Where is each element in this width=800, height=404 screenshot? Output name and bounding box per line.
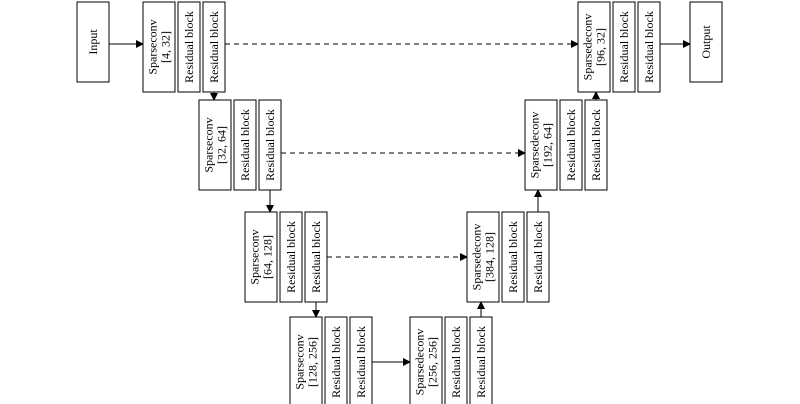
encoder-1-residual-block-1-frame (177, 1, 201, 93)
encoder-3-residual-block-1-frame (279, 211, 303, 303)
encoder-3-residual-block-1-label-1: Residual block (284, 221, 298, 293)
output-box: Output (689, 1, 723, 83)
decoder-2-residual-block-2-label-1: Residual block (531, 221, 545, 293)
encoder-4-residual-block-1-label-1: Residual block (329, 326, 343, 398)
decoder-2-residual-block-2-frame (526, 211, 550, 303)
encoder-conv-3-label-2: [64, 128] (261, 235, 275, 279)
decoder-deconv-1-label-1: Sparsedeconv (413, 329, 427, 396)
encoder-4-residual-block-2: Residual block (349, 316, 373, 404)
encoder-2-residual-block-2: Residual block (258, 99, 282, 191)
decoder-4-residual-block-1-frame (612, 1, 636, 93)
decoder-1-residual-block-2-label-1: Residual block (474, 326, 488, 398)
encoder-conv-3-label-1: Sparseconv (248, 229, 262, 284)
encoder-conv-3: Sparseconv[64, 128] (244, 211, 278, 303)
decoder-4-residual-block-1: Residual block (612, 1, 636, 93)
decoder-2-residual-block-1-label-1: Residual block (506, 221, 520, 293)
decoder-deconv-4: Sparsedeconv[96, 32] (577, 1, 611, 93)
encoder-conv-3-frame (244, 211, 278, 303)
decoder-deconv-2-frame (466, 211, 500, 303)
output-box-frame (689, 1, 723, 83)
encoder-3-residual-block-2-frame (304, 211, 328, 303)
encoder-2-residual-block-1-frame (233, 99, 257, 191)
decoder-deconv-3-frame (524, 99, 558, 191)
decoder-4-residual-block-1-label-1: Residual block (617, 11, 631, 83)
encoder-conv-4-label-1: Sparseconv (293, 334, 307, 389)
encoder-conv-4: Sparseconv[128, 256] (289, 316, 323, 404)
encoder-3-residual-block-2-label-1: Residual block (309, 221, 323, 293)
encoder-conv-2-label-1: Sparseconv (202, 117, 216, 172)
encoder-1-residual-block-2-label-1: Residual block (207, 11, 221, 83)
encoder-3-residual-block-2: Residual block (304, 211, 328, 303)
decoder-4-residual-block-2-label-1: Residual block (642, 11, 656, 83)
decoder-3-residual-block-2: Residual block (584, 99, 608, 191)
encoder-1-residual-block-2: Residual block (202, 1, 226, 93)
decoder-1-residual-block-1: Residual block (444, 316, 468, 404)
decoder-deconv-3: Sparsedeconv[192, 64] (524, 99, 558, 191)
decoder-3-residual-block-1-frame (559, 99, 583, 191)
decoder-deconv-1: Sparsedeconv[256, 256] (409, 316, 443, 404)
decoder-4-residual-block-2: Residual block (637, 1, 661, 93)
encoder-1-residual-block-2-frame (202, 1, 226, 93)
encoder-3-residual-block-1: Residual block (279, 211, 303, 303)
encoder-conv-2-label-2: [32, 64] (215, 126, 229, 164)
decoder-deconv-3-label-1: Sparsedeconv (528, 112, 542, 179)
encoder-2-residual-block-2-frame (258, 99, 282, 191)
encoder-conv-1-label-1: Sparseconv (146, 19, 160, 74)
encoder-conv-1-frame (142, 1, 176, 93)
decoder-deconv-4-label-1: Sparsedeconv (581, 14, 595, 81)
decoder-3-residual-block-2-frame (584, 99, 608, 191)
decoder-1-residual-block-2-frame (469, 316, 493, 404)
decoder-2-residual-block-1: Residual block (501, 211, 525, 303)
decoder-3-residual-block-1-label-1: Residual block (564, 109, 578, 181)
decoder-1-residual-block-1-frame (444, 316, 468, 404)
decoder-deconv-3-label-2: [192, 64] (541, 123, 555, 167)
decoder-deconv-1-label-2: [256, 256] (426, 337, 440, 387)
decoder-3-residual-block-1: Residual block (559, 99, 583, 191)
encoder-1-residual-block-1-label-1: Residual block (182, 11, 196, 83)
encoder-conv-2: Sparseconv[32, 64] (198, 99, 232, 191)
decoder-2-residual-block-2: Residual block (526, 211, 550, 303)
encoder-conv-4-frame (289, 316, 323, 404)
encoder-1-residual-block-1: Residual block (177, 1, 201, 93)
encoder-2-residual-block-1-label-1: Residual block (238, 109, 252, 181)
encoder-conv-4-label-2: [128, 256] (306, 337, 320, 387)
encoder-2-residual-block-1: Residual block (233, 99, 257, 191)
decoder-1-residual-block-2: Residual block (469, 316, 493, 404)
decoder-deconv-1-frame (409, 316, 443, 404)
decoder-4-residual-block-2-frame (637, 1, 661, 93)
encoder-2-residual-block-2-label-1: Residual block (263, 109, 277, 181)
encoder-4-residual-block-2-label-1: Residual block (354, 326, 368, 398)
encoder-conv-1-label-2: [4, 32] (159, 31, 173, 63)
output-box-label-1: Output (699, 25, 713, 59)
decoder-deconv-2-label-2: [384, 128] (483, 232, 497, 282)
encoder-4-residual-block-2-frame (349, 316, 373, 404)
input-box: Input (76, 1, 110, 83)
encoder-conv-2-frame (198, 99, 232, 191)
encoder-4-residual-block-1-frame (324, 316, 348, 404)
decoder-2-residual-block-1-frame (501, 211, 525, 303)
input-box-frame (76, 1, 110, 83)
decoder-1-residual-block-1-label-1: Residual block (449, 326, 463, 398)
input-box-label-1: Input (86, 29, 100, 55)
encoder-conv-1: Sparseconv[4, 32] (142, 1, 176, 93)
encoder-4-residual-block-1: Residual block (324, 316, 348, 404)
decoder-deconv-2: Sparsedeconv[384, 128] (466, 211, 500, 303)
decoder-deconv-4-frame (577, 1, 611, 93)
decoder-3-residual-block-2-label-1: Residual block (589, 109, 603, 181)
decoder-deconv-2-label-1: Sparsedeconv (470, 224, 484, 291)
decoder-deconv-4-label-2: [96, 32] (594, 28, 608, 66)
